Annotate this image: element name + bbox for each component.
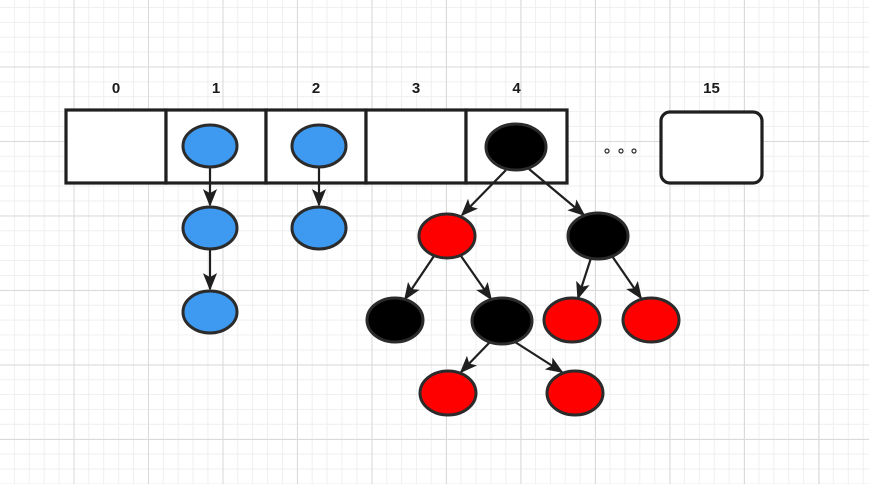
array-cell-3[interactable] xyxy=(364,108,468,185)
tree-node-lr-node[interactable] xyxy=(470,296,534,346)
array-index-label-0: 0 xyxy=(112,80,120,97)
edge-lr-to-lrl xyxy=(459,341,491,374)
bucket-2-head-node[interactable] xyxy=(290,123,348,169)
array-index-label-15: 15 xyxy=(703,80,720,97)
tree-node-lrr-node[interactable] xyxy=(545,369,605,417)
edge-left-to-ll xyxy=(404,255,435,301)
edge-lr-to-lrr xyxy=(514,341,564,373)
tree-node-rr-node[interactable] xyxy=(621,296,681,344)
array-index-labels-layer: 0 1 2 3 4 15 xyxy=(112,80,720,97)
array-cell-15[interactable] xyxy=(659,110,764,185)
array-ellipsis xyxy=(604,148,637,154)
ellipsis-dot-2 xyxy=(618,148,624,154)
edge-right-to-rl xyxy=(576,257,593,300)
tree-left-child-node[interactable] xyxy=(417,212,477,260)
array-index-label-3: 3 xyxy=(412,80,420,97)
chain-node-3-node[interactable] xyxy=(290,205,348,251)
tree-node-lrl-node[interactable] xyxy=(418,369,478,417)
tree-node-rl-node[interactable] xyxy=(542,296,602,344)
edge-root-to-right xyxy=(528,168,586,217)
array-index-label-4: 4 xyxy=(512,80,521,97)
tree-edges-layer xyxy=(202,167,643,374)
edge-right-to-rr xyxy=(611,255,643,300)
tree-right-child-node[interactable] xyxy=(566,211,630,261)
chain-node-1-node[interactable] xyxy=(181,205,239,251)
tree-node-ll-node[interactable] xyxy=(365,296,425,344)
edge-left-to-lr xyxy=(460,255,493,301)
bucket-1-head-node[interactable] xyxy=(181,123,239,169)
ellipsis-dot-3 xyxy=(631,148,637,154)
edge-root-to-left xyxy=(460,169,507,217)
tree-nodes-layer xyxy=(181,122,681,417)
array-cells-layer xyxy=(64,108,764,185)
array-cell-0[interactable] xyxy=(64,108,168,185)
array-index-label-2: 2 xyxy=(312,80,320,97)
ellipsis-dot-1 xyxy=(604,148,610,154)
array-index-label-1: 1 xyxy=(212,80,220,97)
tree-root-node[interactable] xyxy=(484,122,548,172)
chain-node-2-node[interactable] xyxy=(181,289,239,335)
